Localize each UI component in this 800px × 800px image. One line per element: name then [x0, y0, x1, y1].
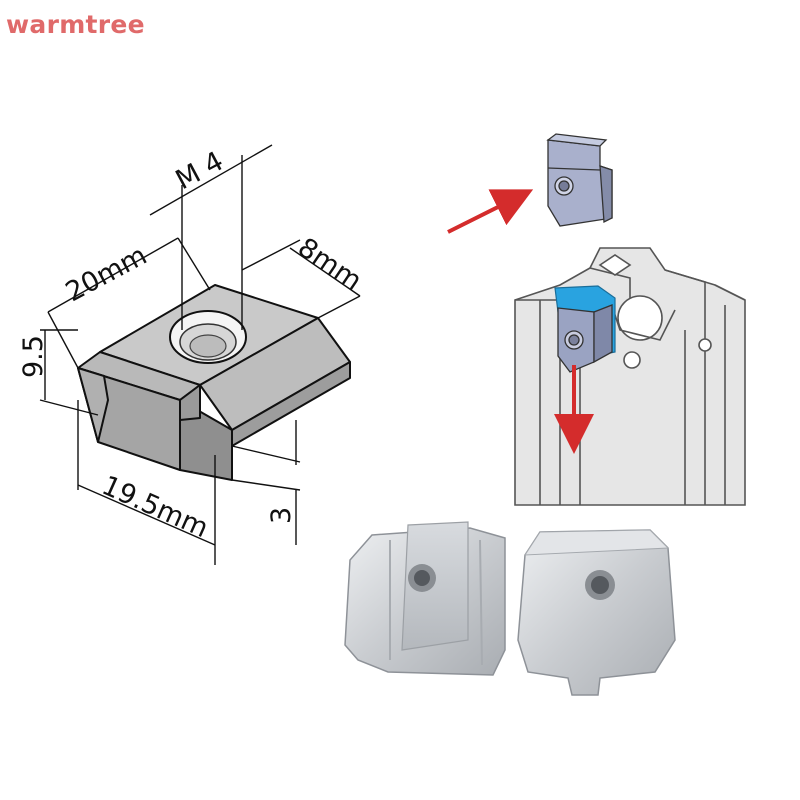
brand-watermark: warmtree — [6, 10, 145, 39]
approach-arrow — [447, 189, 534, 234]
product-photo-front — [344, 521, 506, 676]
profile-installation — [447, 133, 746, 506]
technical-drawing: M 4 20mm 8mm 9.5 19.5mm 3 — [18, 144, 367, 565]
aluminium-profile — [514, 247, 746, 506]
floating-tnut — [546, 133, 613, 227]
dimension-lip-label: 3 — [266, 507, 297, 524]
dimension-base-width-label: 19.5mm — [97, 470, 213, 544]
dimension-width-label: 8mm — [292, 232, 367, 297]
dimension-height-label: 9.5 — [18, 335, 49, 378]
product-photo-back — [517, 529, 676, 696]
dimension-lines — [39, 144, 361, 565]
dimension-length-label: 20mm — [61, 240, 152, 308]
threaded-hole — [169, 310, 247, 364]
installed-tnut — [557, 304, 613, 373]
dimension-thread-label: M 4 — [171, 146, 229, 196]
